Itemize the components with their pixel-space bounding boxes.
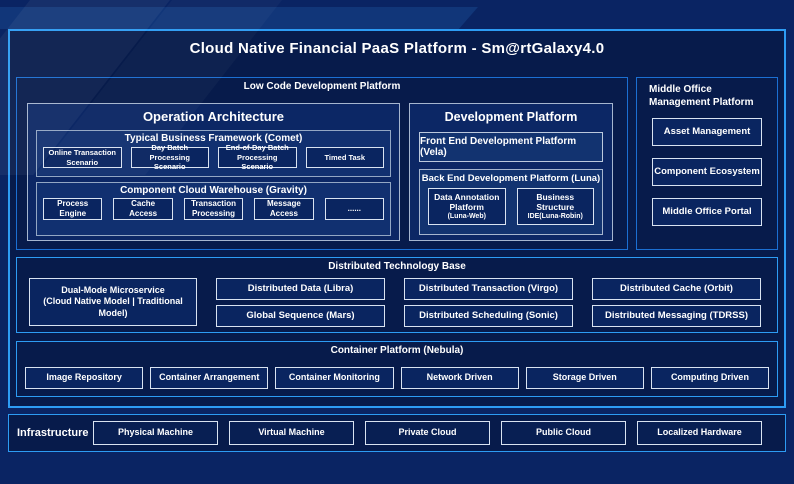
middle-office-label: Middle Office Management Platform (649, 84, 754, 108)
box-cache-access: Cache Access (113, 198, 173, 220)
box-end-of-day-batch-processing-scenario: End-of-Day Batch Processing Scenario (218, 143, 297, 171)
dual-mode-line2: (Cloud Native Model | Traditional Model) (43, 296, 183, 318)
distributed-row: Dual-Mode Microservice (Cloud Native Mod… (29, 278, 761, 327)
back-end-row: Data Annotation Platform (Luna-Web) Busi… (428, 188, 594, 225)
box-distributed-data: Distributed Data (Libra) (216, 278, 385, 300)
box-day-batch-processing-scenario: Day Batch Processing Scenario (130, 143, 209, 171)
back-end-development-platform-box: Back End Development Platform (Luna) Dat… (419, 169, 603, 235)
component-cloud-warehouse-box: Component Cloud Warehouse (Gravity) Proc… (36, 182, 391, 236)
box-distributed-scheduling: Distributed Scheduling (Sonic) (404, 305, 573, 327)
typical-business-framework-box: Typical Business Framework (Comet) Onlin… (36, 130, 391, 177)
box-localized-hardware: Localized Hardware (637, 421, 762, 445)
page-title: Cloud Native Financial PaaS Platform - S… (189, 40, 605, 57)
distributed-column-1: Distributed Data (Libra) Global Sequence… (216, 278, 385, 327)
low-code-platform-section: Low Code Development Platform Operation … (16, 77, 628, 250)
container-platform-label: Container Platform (Nebula) (330, 345, 464, 356)
operation-architecture-box: Operation Architecture Typical Business … (27, 103, 400, 241)
infrastructure-section: Infrastructure Physical Machine Virtual … (8, 414, 786, 452)
middle-office-section: Middle Office Management Platform Asset … (636, 77, 778, 250)
box-data-annotation-platform: Data Annotation Platform (Luna-Web) (428, 188, 506, 225)
box-computing-driven: Computing Driven (650, 367, 770, 389)
box-distributed-transaction: Distributed Transaction (Virgo) (404, 278, 573, 300)
typical-business-framework-row: Online Transaction Scenario Day Batch Pr… (43, 143, 384, 171)
box-container-monitoring: Container Monitoring (275, 367, 394, 389)
box-timed-task: Timed Task (305, 147, 384, 168)
distributed-column-3: Distributed Cache (Orbit) Distributed Me… (592, 278, 761, 327)
box-virtual-machine: Virtual Machine (229, 421, 354, 445)
box-data-annotation-platform-sub: (Luna-Web) (447, 212, 486, 220)
component-cloud-warehouse-row: Process Engine Cache Access Transaction … (43, 198, 385, 220)
box-message-access: Message Access (254, 198, 314, 220)
container-platform-row: Image Repository Container Arrangement C… (25, 367, 770, 389)
box-private-cloud: Private Cloud (365, 421, 490, 445)
box-ellipsis: ...... (324, 198, 385, 220)
back-end-development-platform-label: Back End Development Platform (Luna) (421, 173, 601, 184)
container-platform-section: Container Platform (Nebula) Image Reposi… (16, 341, 778, 397)
box-component-ecosystem: Component Ecosystem (652, 158, 762, 186)
box-asset-management: Asset Management (652, 118, 762, 146)
development-platform-title: Development Platform (444, 110, 578, 124)
infrastructure-label: Infrastructure (17, 427, 89, 439)
box-online-transaction-scenario: Online Transaction Scenario (43, 147, 122, 168)
box-distributed-messaging: Distributed Messaging (TDRSS) (592, 305, 761, 327)
dual-mode-line1: Dual-Mode Microservice (61, 285, 165, 296)
box-business-structure-ide-title: Business Structure (536, 191, 575, 213)
middle-office-items: Asset Management Component Ecosystem Mid… (637, 118, 777, 226)
operation-architecture-title: Operation Architecture (142, 109, 285, 124)
box-public-cloud: Public Cloud (501, 421, 626, 445)
low-code-platform-label: Low Code Development Platform (243, 81, 401, 92)
distributed-base-section: Distributed Technology Base Dual-Mode Mi… (16, 257, 778, 333)
box-storage-driven: Storage Driven (525, 367, 644, 389)
box-dual-mode-microservice: Dual-Mode Microservice (Cloud Native Mod… (29, 278, 197, 326)
box-distributed-cache: Distributed Cache (Orbit) (592, 278, 761, 300)
box-process-engine: Process Engine (43, 198, 103, 220)
box-business-structure-ide-sub: IDE(Luna-Robin) (527, 212, 583, 220)
box-middle-office-portal: Middle Office Portal (652, 198, 762, 226)
box-physical-machine: Physical Machine (93, 421, 218, 445)
box-network-driven: Network Driven (400, 367, 519, 389)
box-transaction-processing: Transaction Processing (183, 198, 244, 220)
distributed-column-2: Distributed Transaction (Virgo) Distribu… (404, 278, 573, 327)
box-data-annotation-platform-title: Data Annotation Platform (434, 191, 500, 213)
typical-business-framework-label: Typical Business Framework (Comet) (124, 133, 303, 144)
component-cloud-warehouse-label: Component Cloud Warehouse (Gravity) (120, 185, 307, 196)
box-business-structure-ide: Business Structure IDE(Luna-Robin) (516, 188, 594, 225)
background-band (0, 7, 478, 29)
box-image-repository: Image Repository (25, 367, 144, 389)
infrastructure-row: Physical Machine Virtual Machine Private… (93, 421, 762, 445)
box-global-sequence: Global Sequence (Mars) (216, 305, 385, 327)
box-container-arrangement: Container Arrangement (150, 367, 269, 389)
box-front-end-development-platform: Front End Development Platform (Vela) (419, 132, 603, 162)
development-platform-box: Development Platform Front End Developme… (409, 103, 613, 241)
distributed-base-label: Distributed Technology Base (328, 261, 466, 272)
main-panel: Cloud Native Financial PaaS Platform - S… (8, 29, 786, 408)
